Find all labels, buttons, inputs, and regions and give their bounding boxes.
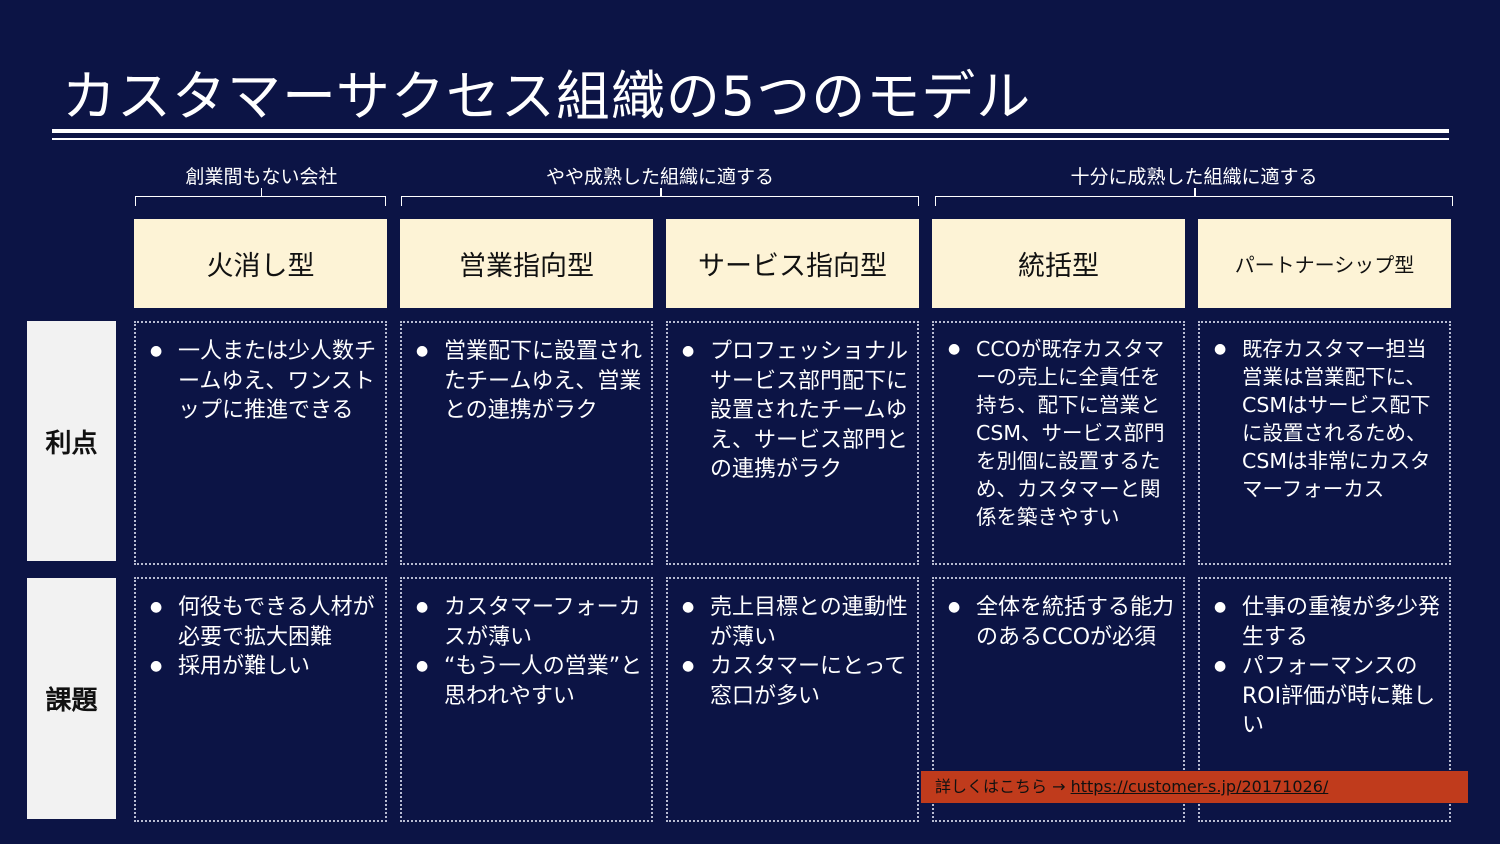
- row-label-challenge: 課題: [27, 578, 116, 819]
- more-info-prefix: 詳しくはこちら →: [935, 777, 1071, 796]
- list-item: 仕事の重複が多少発生する: [1214, 593, 1441, 652]
- challenge-cell-integrated: 全体を統括する能力のあるCCOが必須: [932, 577, 1185, 822]
- group-bracket-startup: [135, 188, 386, 206]
- list-item: 全体を統括する能力のあるCCOが必須: [948, 593, 1175, 652]
- list-item: 既存カスタマー担当営業は営業配下に、CSMはサービス配下に設置されるため、CSM…: [1214, 335, 1441, 503]
- list-item: CCOが既存カスタマーの売上に全責任を持ち、配下に営業とCSM、サービス部門を別…: [948, 335, 1175, 531]
- advantage-cell-service: プロフェッショナルサービス部門配下に設置されたチームゆえ、サービス部門との連携が…: [666, 321, 919, 565]
- challenge-cell-service: 売上目標との連動性が薄い カスタマーにとって窓口が多い: [666, 577, 919, 822]
- more-info-bar: 詳しくはこちら → https://customer-s.jp/20171026…: [921, 771, 1468, 803]
- model-header-firefighting: 火消し型: [134, 219, 387, 308]
- group-bracket-mature: [935, 188, 1453, 206]
- list-item: 一人または少人数チームゆえ、ワンストップに推進できる: [150, 337, 377, 426]
- model-header-partnership: パートナーシップ型: [1198, 219, 1451, 308]
- list-item: 何役もできる人材が必要で拡大困難: [150, 593, 377, 652]
- title-underline-thin: [52, 138, 1449, 140]
- row-label-advantage: 利点: [27, 321, 116, 561]
- group-bracket-semi-mature: [401, 188, 919, 206]
- group-label-semi-mature: やや成熟した組織に適する: [545, 166, 774, 188]
- challenge-cell-sales: カスタマーフォーカスが薄い “もう一人の営業”と思われやすい: [400, 577, 653, 822]
- list-item: 売上目標との連動性が薄い: [682, 593, 909, 652]
- model-header-integrated: 統括型: [932, 219, 1185, 308]
- more-info-link[interactable]: https://customer-s.jp/20171026/: [1070, 777, 1329, 796]
- title-underline: [52, 129, 1449, 133]
- page-title: カスタマーサクセス組織の5つのモデル: [62, 65, 1032, 128]
- list-item: “もう一人の営業”と思われやすい: [416, 652, 643, 711]
- advantage-cell-partnership: 既存カスタマー担当営業は営業配下に、CSMはサービス配下に設置されるため、CSM…: [1198, 321, 1451, 565]
- model-header-sales: 営業指向型: [400, 219, 653, 308]
- challenge-cell-firefighting: 何役もできる人材が必要で拡大困難 採用が難しい: [134, 577, 387, 822]
- model-header-service: サービス指向型: [666, 219, 919, 308]
- challenge-cell-partnership: 仕事の重複が多少発生する パフォーマンスのROI評価が時に難しい: [1198, 577, 1451, 822]
- advantage-cell-sales: 営業配下に設置されたチームゆえ、営業との連携がラク: [400, 321, 653, 565]
- list-item: 採用が難しい: [150, 652, 377, 682]
- group-label-mature: 十分に成熟した組織に適する: [1070, 166, 1318, 188]
- list-item: カスタマーフォーカスが薄い: [416, 593, 643, 652]
- list-item: 営業配下に設置されたチームゆえ、営業との連携がラク: [416, 337, 643, 426]
- group-label-startup: 創業間もない会社: [185, 166, 338, 188]
- advantage-cell-firefighting: 一人または少人数チームゆえ、ワンストップに推進できる: [134, 321, 387, 565]
- advantage-cell-integrated: CCOが既存カスタマーの売上に全責任を持ち、配下に営業とCSM、サービス部門を別…: [932, 321, 1185, 565]
- list-item: パフォーマンスのROI評価が時に難しい: [1214, 652, 1441, 741]
- list-item: カスタマーにとって窓口が多い: [682, 652, 909, 711]
- list-item: プロフェッショナルサービス部門配下に設置されたチームゆえ、サービス部門との連携が…: [682, 337, 909, 485]
